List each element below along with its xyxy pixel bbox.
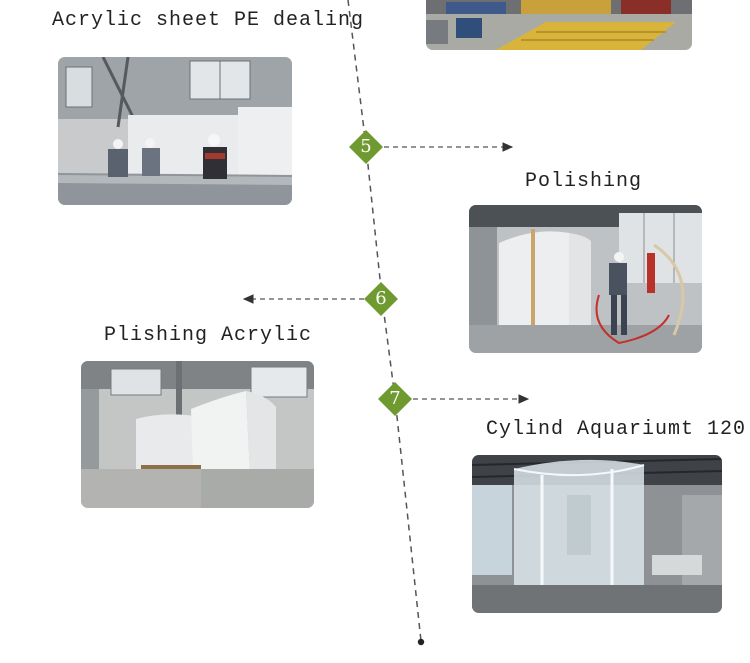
timeline-main-line (347, 0, 422, 642)
step-number: 5 (360, 136, 372, 157)
step-number: 7 (389, 388, 401, 409)
step-title-cylinder-aquarium: Cylind Aquariumt 120 (486, 418, 747, 441)
worker-polishing-cylinder-photo (469, 205, 702, 353)
step-badge-5: 5 (349, 130, 383, 164)
clear-cylinder-aquarium-photo (472, 455, 722, 613)
step-badge-6: 6 (364, 282, 398, 316)
factory-floor-machinery-photo (426, 0, 692, 50)
step-title-plishing-acrylic: Plishing Acrylic (104, 324, 313, 347)
curved-acrylic-panels-photo (81, 361, 314, 508)
step-badge-7: 7 (378, 382, 412, 416)
step-title-pe-dealing: Acrylic sheet PE dealing (52, 9, 365, 32)
step-number: 6 (375, 288, 387, 309)
workers-on-acrylic-sheet-photo (58, 57, 292, 205)
timeline-end-dot (417, 638, 425, 646)
step-title-polishing: Polishing (525, 170, 643, 193)
